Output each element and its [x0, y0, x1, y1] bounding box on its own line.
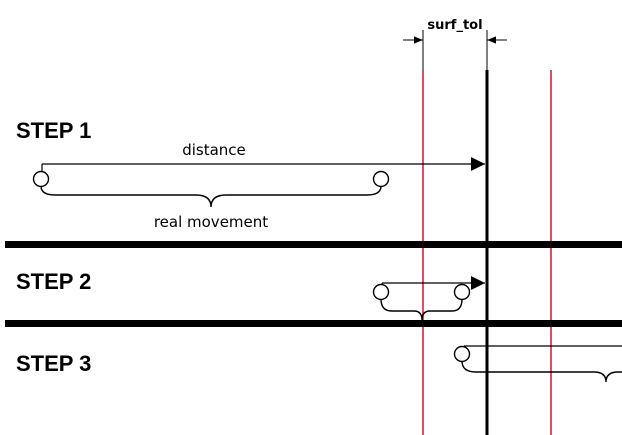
distance-label: distance — [182, 141, 246, 159]
real-movement-brace — [40, 185, 382, 208]
step-3-brace — [461, 360, 622, 383]
step-2-start-marker — [372, 283, 390, 301]
step-3-start-marker — [453, 345, 471, 363]
real-movement-label: real movement — [154, 213, 268, 231]
end-point-marker — [372, 170, 390, 188]
step-3-group — [453, 345, 622, 383]
surf-tol-dimension: surf_tol — [403, 18, 507, 70]
step-1-group: distance real movement — [32, 141, 485, 231]
surf-tol-label: surf_tol — [427, 18, 482, 33]
step-separator-2 — [5, 320, 622, 327]
step-2-end-marker — [453, 283, 471, 301]
step-separator-1 — [5, 241, 622, 248]
step-2-label: STEP 2 — [16, 269, 91, 294]
start-point-marker — [32, 170, 50, 188]
step-1-label: STEP 1 — [16, 118, 91, 143]
step-2-group — [372, 276, 485, 321]
step-2-brace — [380, 298, 463, 321]
step-3-label: STEP 3 — [16, 351, 91, 376]
